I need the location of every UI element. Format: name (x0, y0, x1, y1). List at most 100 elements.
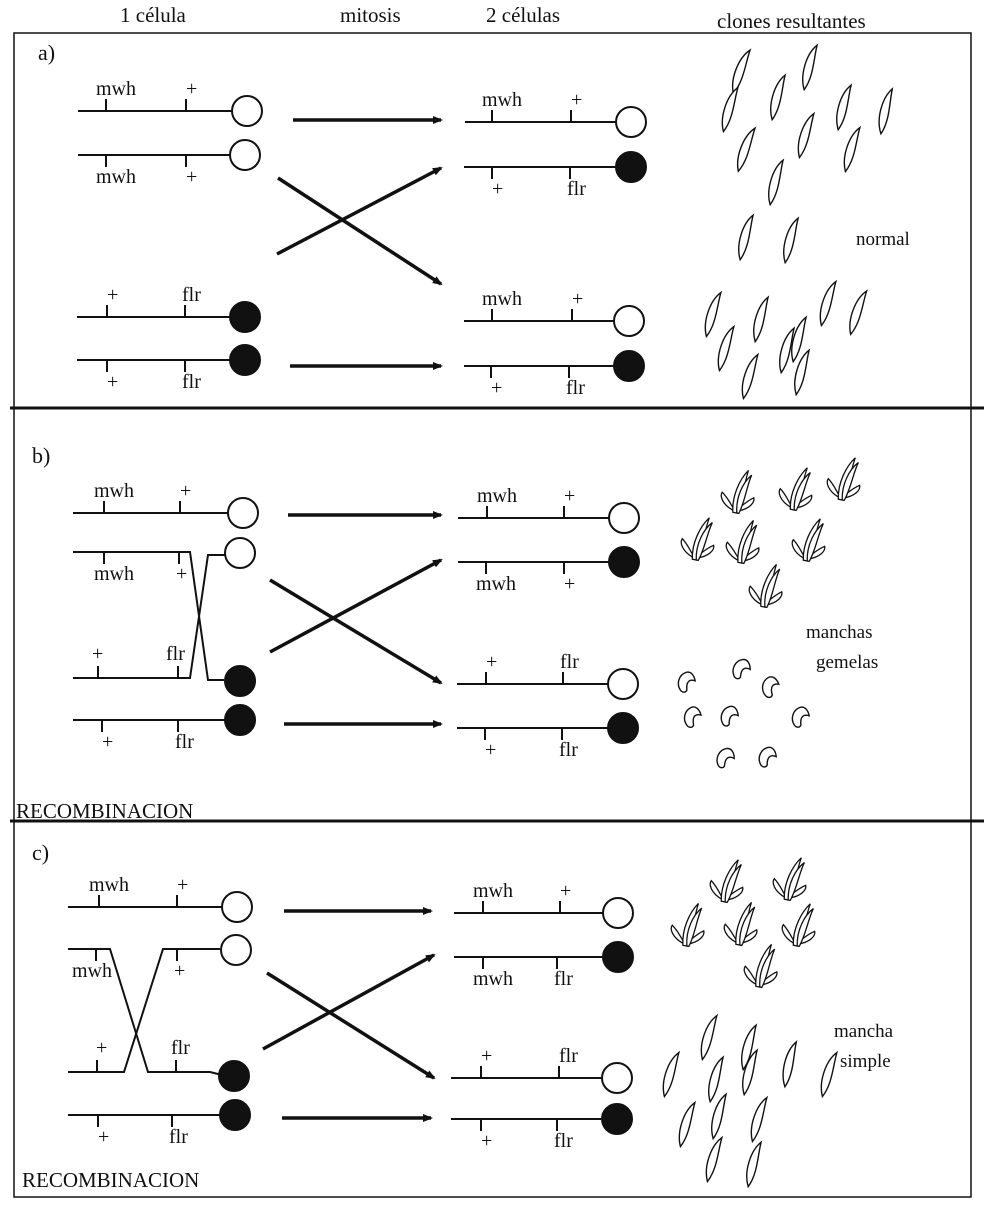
mitosis-arrow (277, 176, 443, 286)
plus-label: + (96, 1037, 107, 1059)
normal-hair-icon (753, 295, 770, 344)
flr-label: flr (169, 1126, 188, 1148)
flare-hair-icon (761, 676, 780, 699)
flr-label: flr (182, 284, 201, 306)
normal-hair-icon (770, 73, 787, 122)
multiple-wing-hair-icon (723, 901, 758, 947)
header-two-cells: 2 células (486, 3, 560, 27)
normal-hair-icon (783, 216, 800, 265)
mwh-label: mwh (477, 485, 517, 507)
figure-frame (13, 32, 972, 1198)
filled-centromere-icon (607, 712, 639, 744)
panel-c-label: c) (32, 840, 49, 865)
normal-hair-icon (678, 1100, 697, 1149)
plus-label: + (98, 1126, 109, 1148)
panel-b-label: b) (32, 443, 50, 468)
recombinant-chromatid (73, 554, 226, 679)
plus-label: + (481, 1045, 492, 1067)
mitosis-arrow (266, 971, 436, 1080)
normal-hair-icon (849, 289, 868, 336)
mwh-label: mwh (473, 968, 513, 990)
centromeres (218, 95, 647, 1135)
mitosis-arrow (262, 953, 436, 1051)
header-clones: clones resultantes (717, 9, 866, 33)
normal-hair-icon (746, 1140, 763, 1189)
filled-centromere-icon (218, 1060, 250, 1092)
plus-label: + (174, 960, 185, 982)
filled-centromere-icon (224, 704, 256, 736)
open-centromere-icon (615, 106, 647, 138)
flare-hair-icon (716, 747, 735, 769)
normal-hair-icon (731, 48, 752, 95)
flr-label: flr (166, 643, 185, 665)
normal-hair-icon (820, 1050, 839, 1099)
open-centromere-icon (607, 668, 639, 700)
normal-hair-icon (750, 1095, 769, 1144)
header-mitosis: mitosis (340, 3, 401, 27)
filled-centromere-icon (229, 301, 261, 333)
open-centromere-icon (231, 95, 263, 127)
flr-label: flr (567, 178, 586, 200)
multiple-wing-hair-icon (778, 467, 813, 512)
multiple-wing-hair-icon (781, 903, 816, 948)
multiple-wing-hair-icon (670, 902, 705, 948)
plus-label: + (177, 874, 188, 896)
filled-centromere-icon (219, 1099, 251, 1131)
flr-label: flr (554, 968, 573, 990)
multiple-wing-hair-icon (725, 519, 760, 565)
plus-label: + (107, 284, 118, 306)
open-centromere-icon (229, 139, 261, 171)
flare-hair-icon (732, 658, 751, 680)
mwh-label: mwh (482, 288, 522, 310)
multiple-wing-hair-icon (743, 943, 778, 989)
flare-hair-icon (791, 706, 811, 728)
flare-hair-icon (720, 705, 740, 727)
flare-hair-icon (758, 746, 778, 768)
panel-a-label: a) (38, 40, 55, 65)
normal-hair-icon (742, 1048, 759, 1097)
normal-hair-icon (708, 1055, 725, 1104)
normal-hair-icon (741, 1023, 758, 1072)
mwh-label: mwh (72, 960, 112, 982)
multiple-wing-hair-icon (748, 563, 783, 609)
plus-label: + (102, 731, 113, 753)
mitosis-arrow (269, 578, 443, 685)
multiple-wing-hair-icon (720, 469, 755, 515)
flr-label: flr (559, 1045, 578, 1067)
multiple-wing-hair-icon (709, 859, 744, 904)
normal-hair-icon (711, 1092, 728, 1141)
flr-label: flr (175, 731, 194, 753)
plus-label: + (485, 739, 496, 761)
normal-hair-icon (794, 348, 811, 397)
plus-label: + (560, 880, 571, 902)
plus-label: + (180, 480, 191, 502)
open-centromere-icon (613, 305, 645, 337)
filled-centromere-icon (601, 1103, 633, 1135)
normal-hair-icon (802, 43, 819, 92)
flr-label: flr (554, 1130, 573, 1152)
plus-label: + (486, 651, 497, 673)
normal-hair-icon (662, 1050, 681, 1099)
filled-centromere-icon (229, 344, 261, 376)
panel-b-result-line2: gemelas (816, 652, 878, 673)
panel-c-footer: RECOMBINACION (22, 1168, 199, 1192)
normal-hair-icon (843, 125, 862, 174)
normal-hair-icon (700, 1013, 719, 1062)
filled-centromere-icon (224, 665, 256, 697)
normal-hair-icon (705, 1135, 724, 1184)
normal-hair-icon (704, 290, 723, 339)
normal-hair-icon (779, 326, 796, 375)
plus-label: + (107, 371, 118, 393)
panel-c-result-line1: mancha (834, 1021, 894, 1042)
wing-hair-clones (662, 43, 894, 1189)
panel-a-result: normal (856, 229, 910, 250)
normal-hair-icon (797, 111, 816, 160)
multiple-wing-hair-icon (772, 857, 807, 902)
mitosis-arrow (276, 166, 443, 256)
flr-label: flr (560, 651, 579, 673)
mwh-label: mwh (473, 880, 513, 902)
plus-label: + (572, 288, 583, 310)
flr-label: flr (182, 371, 201, 393)
flr-label: flr (171, 1037, 190, 1059)
open-centromere-icon (221, 891, 253, 923)
